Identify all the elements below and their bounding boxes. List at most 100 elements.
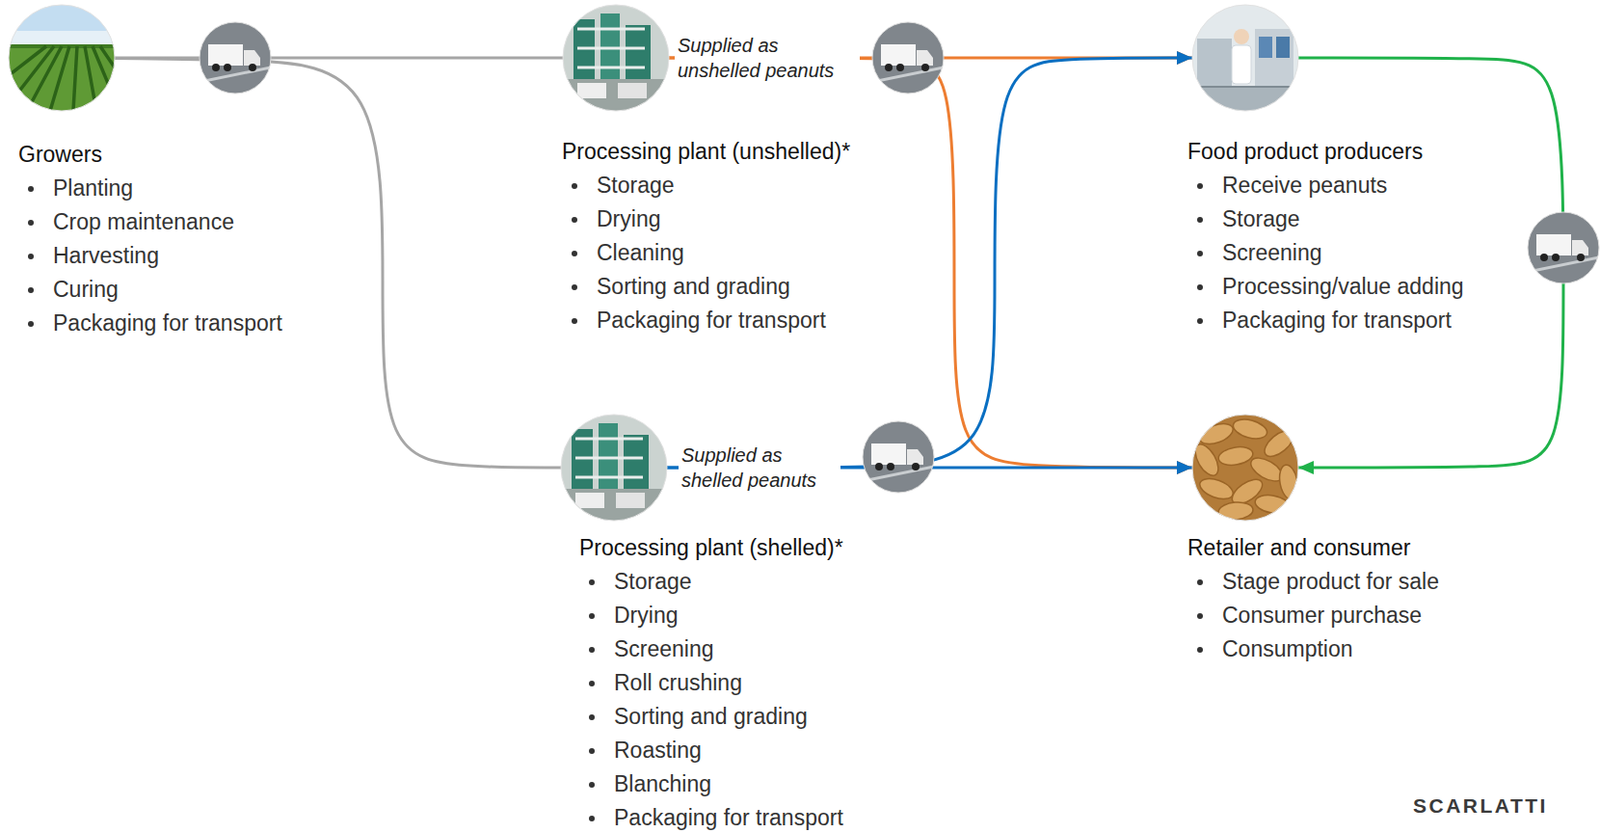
field-photo-part-part xyxy=(8,44,115,112)
bullet-dot xyxy=(588,747,595,754)
bullet-item: Planting xyxy=(18,171,283,206)
truck-icon-part-part xyxy=(921,63,930,72)
truck-icon-part-part xyxy=(1576,253,1585,262)
plant-photo xyxy=(562,4,669,113)
truck-icon-part xyxy=(872,22,944,94)
truck-icon-part xyxy=(199,22,271,94)
field-photo-part-part xyxy=(8,4,115,49)
bullet-item: Stage product for sale xyxy=(1187,564,1440,599)
bullet-item: Packaging for transport xyxy=(18,306,283,341)
plant-photo-part-part xyxy=(623,434,649,489)
bullet-item: Sorting and grading xyxy=(579,699,844,734)
stage-node: Food product producersReceive peanutsSto… xyxy=(1187,4,1465,338)
activity-text: Drying xyxy=(596,206,661,232)
factory-photo-part-part xyxy=(1276,36,1290,58)
activity-text: Roll crushing xyxy=(613,669,743,695)
truck-icon xyxy=(199,22,271,94)
flow-connector xyxy=(666,57,1193,468)
truck-icon-part-part xyxy=(243,50,261,66)
truck-icon-part-part xyxy=(1536,234,1572,256)
plant-photo-part-part xyxy=(577,28,645,68)
peanuts-photo-part xyxy=(1190,414,1301,522)
truck-icon-part-part xyxy=(248,63,257,72)
truck-icon xyxy=(872,22,944,94)
bullet-dot xyxy=(27,320,34,327)
bullet-item: Screening xyxy=(579,632,844,667)
bullet-dot xyxy=(27,219,34,226)
truck-icon-part xyxy=(199,22,271,94)
bullet-dot xyxy=(1197,318,1203,324)
truck-icon xyxy=(862,421,934,493)
stage-heading: Growers xyxy=(18,137,283,172)
peanuts-photo xyxy=(1190,414,1301,522)
stage-heading: Processing plant (unshelled)* xyxy=(561,134,851,169)
bullet-dot xyxy=(27,287,34,294)
truck-icon-part-part xyxy=(916,50,934,66)
truck-icon-part xyxy=(862,421,934,493)
bullet-dot xyxy=(588,815,595,822)
truck-icon-part-part xyxy=(1551,253,1560,262)
activity-text: Packaging for transport xyxy=(53,310,283,336)
bullet-dot xyxy=(571,250,578,257)
bullet-dot xyxy=(1197,646,1203,653)
bullet-dot xyxy=(571,284,578,291)
truck-icon-part-part xyxy=(872,22,944,94)
bullet-dot xyxy=(27,186,34,192)
truck-icon-part-part xyxy=(911,462,920,471)
activity-text: Storage xyxy=(1222,206,1301,232)
activity-text: Packaging for transport xyxy=(613,804,844,830)
field-photo-part-part xyxy=(8,30,115,47)
stage-node: Retailer and consumerStage product for s… xyxy=(1187,414,1440,667)
plant-photo-part-part xyxy=(575,492,605,508)
bullet-item: Roll crushing xyxy=(579,666,844,700)
truck-icon-part-part xyxy=(871,443,907,465)
bullet-item: Packaging for transport xyxy=(579,800,844,833)
bullet-item: Cleaning xyxy=(561,236,851,270)
peanuts-photo-part xyxy=(1192,414,1299,521)
truck-icon-part-part xyxy=(896,63,905,72)
truck-icon-part-part xyxy=(208,44,243,66)
activity-text: Consumer purchase xyxy=(1222,602,1422,628)
activity-text: Harvesting xyxy=(53,242,160,268)
factory-photo-part xyxy=(1192,4,1299,111)
activity-text: Sorting and grading xyxy=(613,703,808,729)
activity-text: Packaging for transport xyxy=(596,307,827,333)
plant-photo-part-part xyxy=(617,82,647,99)
bullet-item: Receive peanuts xyxy=(1187,168,1465,203)
truck-icon-part-part xyxy=(862,421,934,493)
bullet-dot xyxy=(571,216,578,223)
plant-photo-part-part xyxy=(577,82,607,99)
bullet-item: Storage xyxy=(579,564,844,599)
activity-text: Roasting xyxy=(613,737,702,763)
plant-photo-part-part xyxy=(615,492,645,508)
factory-photo-part-part xyxy=(1233,28,1250,45)
truck-icon xyxy=(1527,212,1600,284)
factory-photo-part-part xyxy=(1231,45,1252,84)
bullet-item: Drying xyxy=(561,202,851,237)
bullet-item: Processing/value adding xyxy=(1187,269,1465,304)
stage-node: GrowersPlantingCrop maintenanceHarvestin… xyxy=(18,4,283,341)
plant-photo xyxy=(560,414,667,523)
truck-icon-part-part xyxy=(223,63,232,72)
activity-text: Planting xyxy=(53,175,134,201)
truck-icon-part-part xyxy=(884,63,893,72)
bullet-item: Crop maintenance xyxy=(18,205,283,240)
truck-icon-part xyxy=(862,421,934,493)
activity-text: Processing/value adding xyxy=(1222,273,1465,299)
factory-photo xyxy=(1192,4,1299,111)
bullet-dot xyxy=(1197,579,1203,586)
bullet-item: Packaging for transport xyxy=(561,303,851,338)
bullet-item: Storage xyxy=(1187,202,1465,237)
bullet-item: Blanching xyxy=(579,767,844,801)
truck-icon-part-part xyxy=(199,67,271,82)
edge-label: Supplied as unshelled peanuts xyxy=(674,30,860,85)
field-photo-part-part xyxy=(0,46,132,111)
bullet-dot xyxy=(1197,183,1203,189)
plant-photo-part xyxy=(562,4,669,113)
bullet-item: Consumption xyxy=(1187,632,1440,667)
activity-text: Consumption xyxy=(1222,636,1354,662)
truck-icon-part-part xyxy=(1540,253,1548,262)
bullet-dot xyxy=(27,253,34,260)
activity-text: Storage xyxy=(613,568,693,594)
